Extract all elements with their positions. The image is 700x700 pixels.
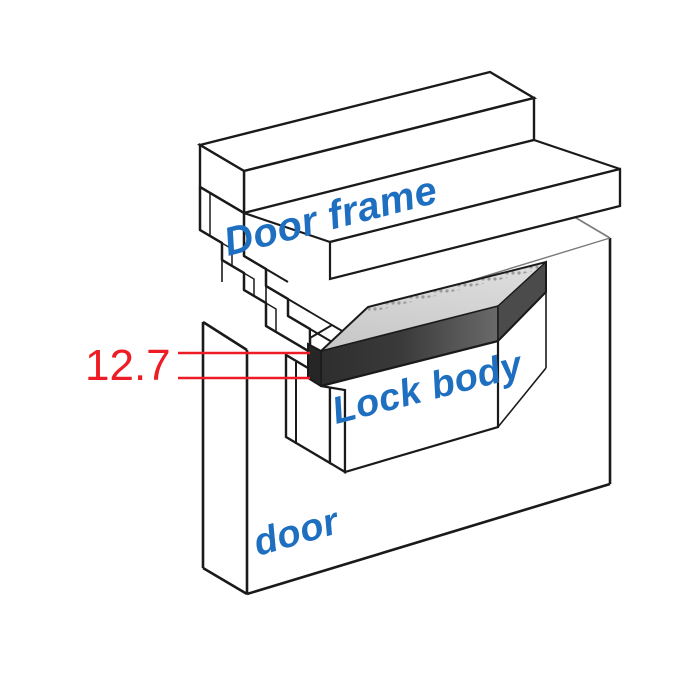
lock-case-top-right-edge [497, 291, 547, 342]
frame-step-line-3 [287, 298, 333, 326]
lock-case [320, 291, 547, 474]
dimension-value-text: 12.7 [85, 341, 171, 390]
dimension-12-7 [178, 351, 310, 380]
lock-top-serrated-edge [368, 262, 546, 313]
frame-soffit-back-edge [243, 138, 535, 215]
frame-soffit-left-edge [243, 211, 331, 244]
lock-case-front-face [320, 339, 500, 474]
frame-rebate-inner-profile [209, 193, 277, 332]
lock-case-bottom-right-edge [497, 367, 547, 428]
door-bottom-edge [246, 482, 611, 596]
frame-soffit-right-edge [533, 138, 621, 171]
door-stile-top-chamfer [202, 320, 248, 352]
lock-body [307, 260, 547, 388]
frame-soffit-face [244, 140, 620, 242]
door-bottom-left-chamfer [202, 566, 248, 596]
